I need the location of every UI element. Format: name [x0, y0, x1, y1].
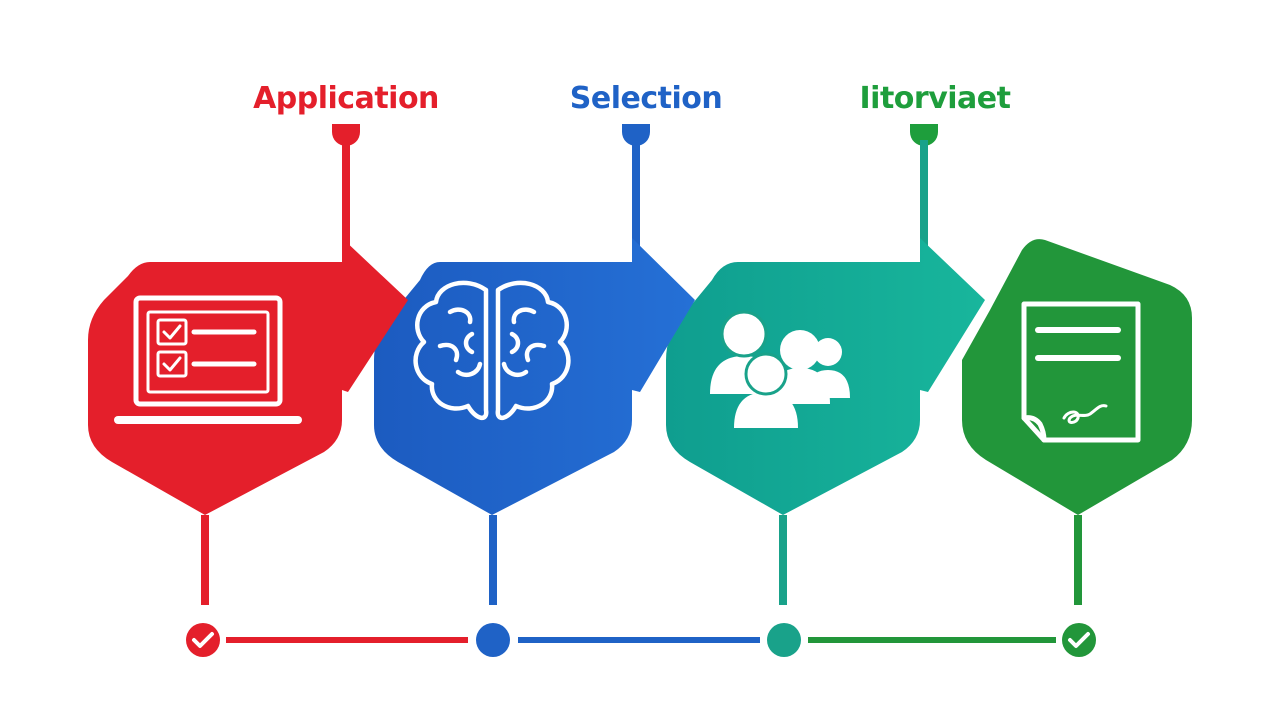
stage-shape-brain	[374, 238, 695, 605]
stage-label-selection: Selection	[570, 81, 722, 116]
timeline-check-icon-end	[1062, 623, 1096, 657]
timeline-dot-selection	[476, 623, 510, 657]
stage-shape-document	[962, 239, 1192, 605]
timeline-dot-interview	[767, 623, 801, 657]
stage-label-interview: Iitorviaet	[860, 81, 1011, 116]
people-group-icon	[710, 310, 850, 428]
stage-shape-application	[88, 238, 408, 605]
pin-selection	[622, 124, 650, 250]
timeline-segment-2	[518, 637, 760, 643]
timeline-segment-1	[226, 637, 468, 643]
laptop-checklist-icon	[114, 295, 302, 424]
brain-icon	[413, 280, 571, 420]
pin-interview	[910, 124, 938, 250]
timeline-check-icon-start	[186, 623, 220, 657]
timeline	[186, 623, 1096, 657]
stage-label-application: Application	[253, 81, 439, 116]
timeline-segment-3	[808, 637, 1056, 643]
pin-application	[332, 124, 360, 250]
signed-document-icon	[1021, 301, 1141, 443]
stage-shape-people	[666, 238, 985, 605]
